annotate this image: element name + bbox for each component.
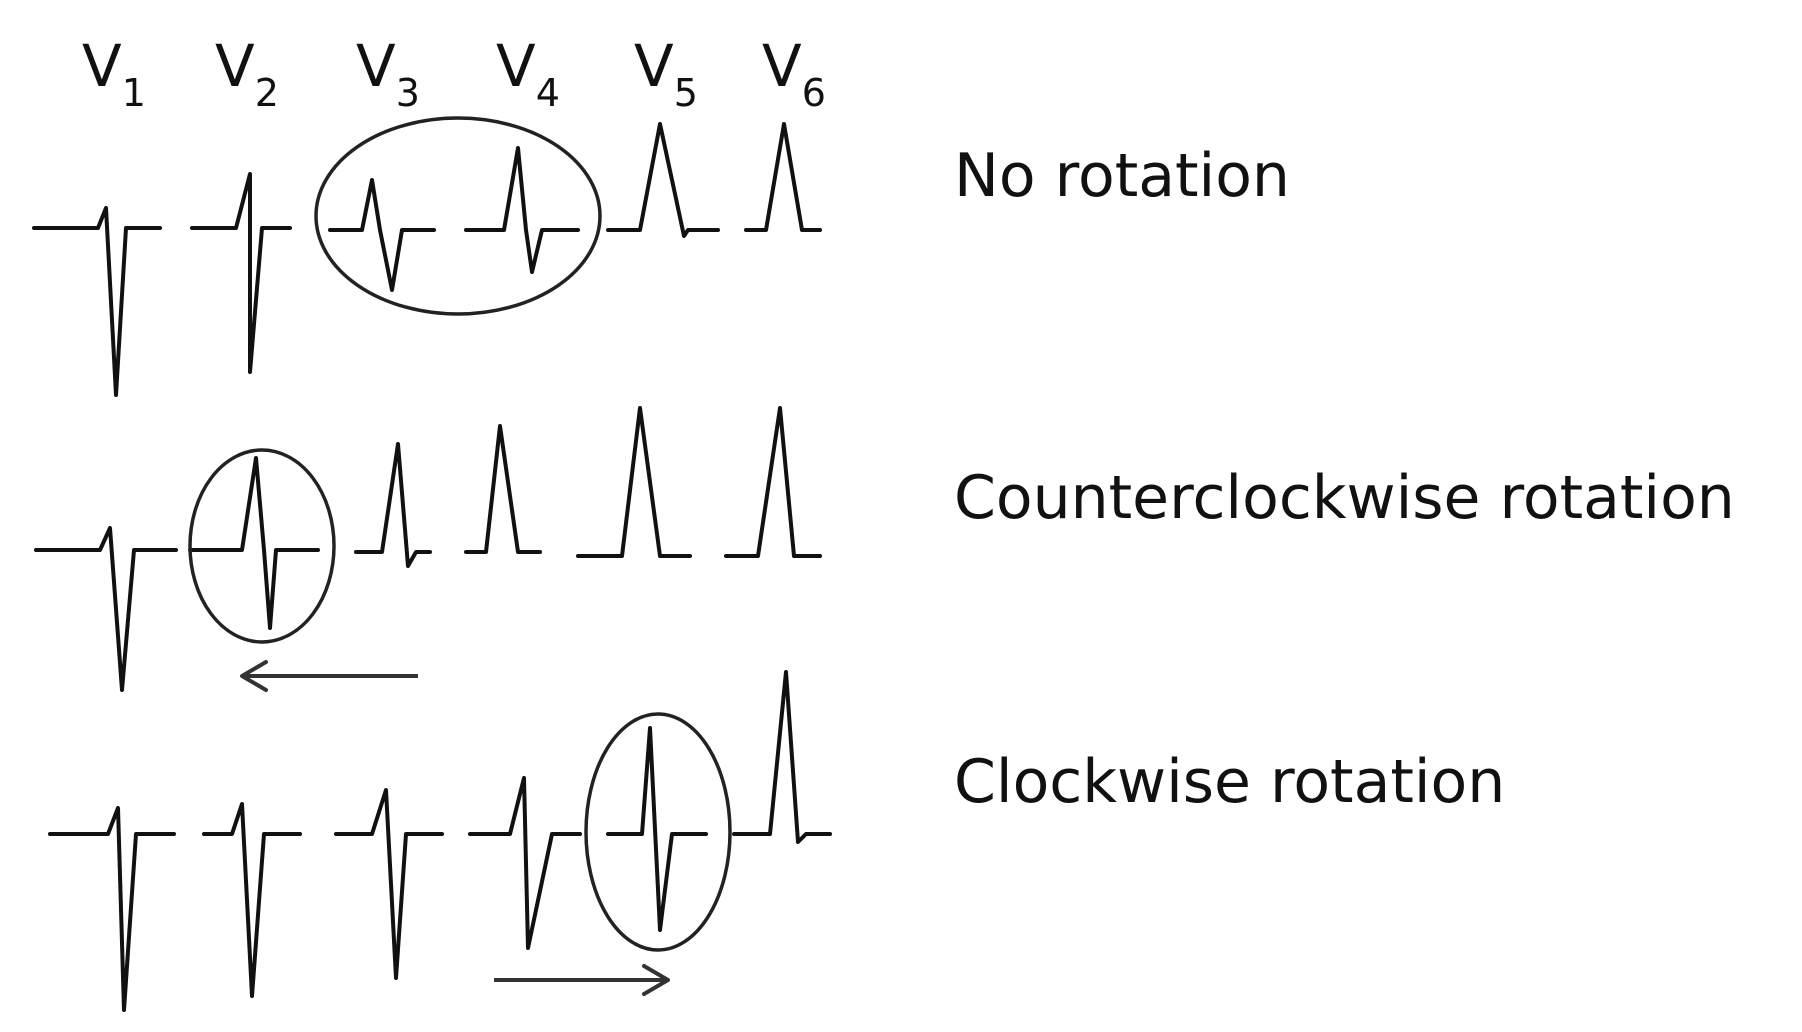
highlight-circle [188,448,336,644]
lead-label-v5: V5 [634,32,698,115]
ecg-complex-v6 [732,670,832,844]
row-label-clockwise-rotation: Clockwise rotation [954,747,1505,817]
arrow-head-left-icon [240,660,268,692]
ecg-complex-v4 [464,146,580,274]
ecg-complex-v1 [32,206,162,397]
ecg-complex-v2 [190,172,292,374]
ecg-complex-v4 [464,424,542,554]
lead-labels: V1 V2 V3 V4 V5 V6 [82,32,826,115]
ecg-complex-v1 [48,806,176,1012]
highlight-circle [584,712,732,952]
ecg-complex-v5 [606,122,720,238]
ecg-complex-v5 [576,406,692,558]
row-no-rotation: No rotation [32,116,1290,397]
ecg-complex-v3 [328,178,436,292]
ecg-complex-v2 [188,456,320,630]
ecg-complex-v6 [744,122,822,232]
ecg-complex-v3 [334,788,444,980]
ecg-complex-v1 [34,526,178,692]
lead-label-v2: V2 [215,32,279,115]
lead-label-v3: V3 [356,32,420,115]
row-label-no-rotation: No rotation [954,141,1290,211]
lead-label-v6: V6 [762,32,826,115]
ecg-complex-v5 [606,726,708,932]
row-counterclockwise-rotation: Counterclockwise rotation [34,406,1735,692]
ecg-complex-v6 [724,406,822,558]
row-label-counterclockwise-rotation: Counterclockwise rotation [954,463,1735,533]
ecg-complex-v4 [468,776,582,950]
highlight-circle [314,116,602,316]
lead-label-v4: V4 [496,32,560,115]
row-clockwise-rotation: Clockwise rotation [48,670,1505,1012]
lead-label-v1: V1 [82,32,146,115]
ecg-complex-v3 [354,442,432,568]
arrow-head-right-icon [642,964,670,996]
ecg-complex-v2 [202,802,302,998]
